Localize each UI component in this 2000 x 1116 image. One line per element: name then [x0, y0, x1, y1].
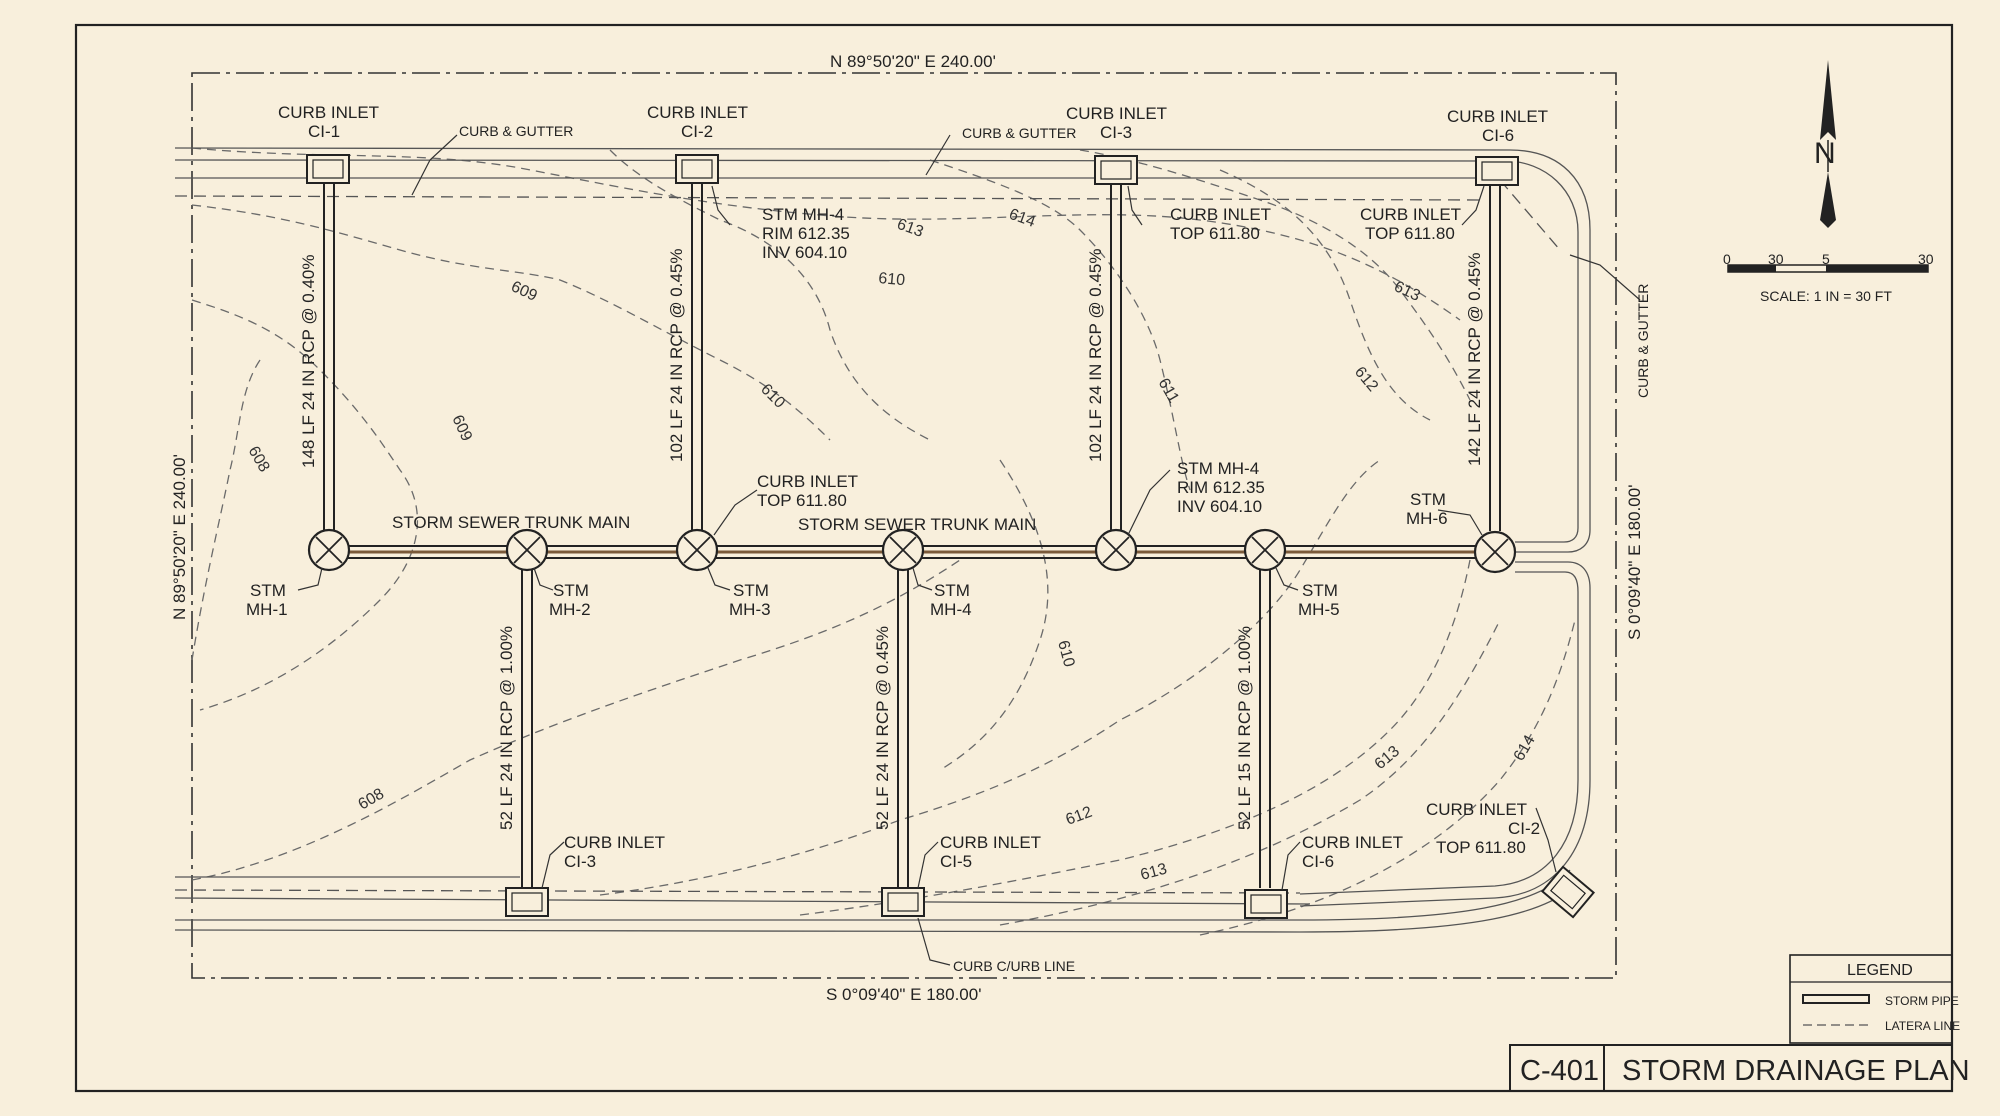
curb-inlet-ci3-bottom[interactable] [505, 887, 549, 917]
curb-labels: CURB & GUTTER CURB & GUTTER CURB & GUTTE… [459, 123, 1651, 974]
curb-gutter-label-1: CURB & GUTTER [459, 123, 573, 139]
pipe-label-ci6-bottom: 52 LF 15 IN RCP @ 1.00% [1235, 626, 1254, 830]
curb-inlet-ci2-corner[interactable] [1540, 865, 1596, 919]
pipe-labels: 148 LF 24 IN RCP @ 0.40% 102 LF 24 IN RC… [299, 249, 1484, 831]
manhole-mh4b[interactable] [1094, 528, 1138, 572]
scale-caption: SCALE: 1 IN = 30 FT [1760, 288, 1892, 304]
contour-label: 610 [757, 381, 788, 412]
manhole-mh3[interactable] [675, 528, 719, 572]
curb-inlet-ci3-top[interactable] [1094, 155, 1138, 185]
curb-inlet-ci6-bottom[interactable] [1244, 889, 1288, 919]
contour-label: 613 [1372, 743, 1403, 773]
scale-tick-3: 30 [1918, 251, 1934, 267]
contour-label: 612 [1351, 364, 1381, 395]
curb-line-label: CURB C/URB LINE [953, 958, 1075, 974]
contour-label: 613 [1139, 861, 1169, 884]
manhole-mh2[interactable] [505, 528, 549, 572]
curb-inlet-ci1[interactable] [306, 154, 350, 184]
scale-tick-2: 5 [1822, 251, 1830, 267]
curb-gutter-label-3: CURB & GUTTER [1635, 284, 1651, 398]
pipe-label-ci5-bottom: 52 LF 24 IN RCP @ 0.45% [873, 626, 892, 830]
lateral-pipes [323, 180, 1501, 888]
legend-item-storm-pipe: STORM PIPE [1885, 994, 1959, 1008]
curb-inlet-ci2[interactable] [675, 154, 719, 184]
curb-line-bottom [174, 869, 1581, 933]
contour-label: 609 [508, 278, 539, 305]
legend-title: LEGEND [1847, 962, 1913, 979]
bearing-west: N 89°50'20" E 240.00' [170, 454, 189, 620]
contour-label: 610 [878, 270, 906, 289]
sheet-border [74, 23, 1954, 1093]
curb-inlets [306, 154, 1596, 919]
curb-inlet-ci5-bottom[interactable] [881, 887, 925, 917]
bearing-east: S 0°09'40" E 180.00' [1625, 485, 1644, 640]
legend-item-lateral-line: LATERA LINE [1885, 1019, 1960, 1033]
contour-lines [191, 147, 1576, 936]
contour-label: 612 [1064, 804, 1095, 829]
pipe-label-ci2: 102 LF 24 IN RCP @ 0.45% [667, 249, 686, 463]
property-boundary [191, 72, 1617, 979]
contour-label: 608 [245, 444, 273, 476]
title-block: C-401 STORM DRAINAGE PLAN [1509, 1044, 1970, 1092]
scale-tick-1: 30 [1768, 251, 1784, 267]
sheet-number: C-401 [1520, 1055, 1599, 1087]
contour-label: 609 [448, 413, 475, 444]
leader-lines [297, 134, 1641, 966]
north-arrow-icon: N [1814, 60, 1836, 228]
manhole-mh4[interactable] [881, 528, 925, 572]
contour-label: 613 [895, 216, 926, 241]
sheet-title: STORM DRAINAGE PLAN [1622, 1055, 1970, 1087]
scale-bar: 0 30 5 30 SCALE: 1 IN = 30 FT [1723, 251, 1934, 304]
manholes [307, 528, 1517, 574]
manhole-mh1[interactable] [307, 528, 351, 572]
bearing-north: N 89°50'20" E 240.00' [830, 52, 996, 71]
contour-label: 614 [1007, 206, 1038, 231]
manhole-mh6[interactable] [1473, 530, 1517, 574]
contour-label: 610 [1054, 639, 1077, 669]
manhole-mh5[interactable] [1243, 528, 1287, 572]
scale-tick-0: 0 [1723, 251, 1731, 267]
curb-and-gutter-right [1299, 240, 1591, 907]
north-arrow-label: N [1814, 137, 1836, 170]
trunk-main-label-2: STORM SEWER TRUNK MAIN [798, 515, 1036, 534]
pipe-label-ci3: 102 LF 24 IN RCP @ 0.45% [1086, 249, 1105, 463]
legend: LEGEND STORM PIPE LATERA LINE [1789, 954, 1960, 1044]
trunk-main-label-1: STORM SEWER TRUNK MAIN [392, 513, 630, 532]
pipe-label-ci6: 142 LF 24 IN RCP @ 0.45% [1465, 253, 1484, 467]
curb-gutter-label-2: CURB & GUTTER [962, 125, 1076, 141]
curb-inlet-ci6-top[interactable] [1475, 156, 1519, 186]
bearing-south: S 0°09'40" E 180.00' [826, 985, 981, 1004]
contour-label: 613 [1391, 278, 1422, 305]
contour-label: 611 [1155, 376, 1183, 407]
pipe-label-ci1: 148 LF 24 IN RCP @ 0.40% [299, 255, 318, 469]
pipe-label-ci3-bottom: 52 LF 24 IN RCP @ 1.00% [497, 626, 516, 830]
